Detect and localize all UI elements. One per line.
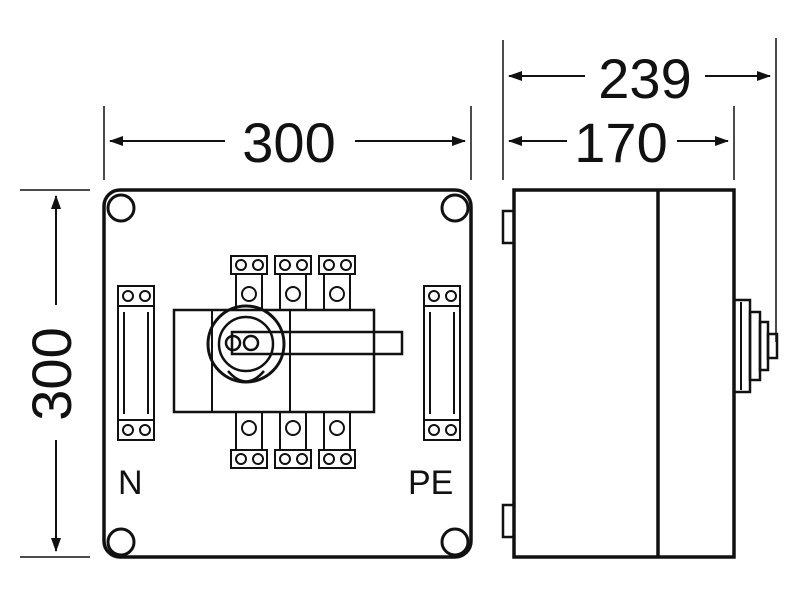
front-height-value: 300 — [20, 327, 83, 420]
pole-terminals-top — [230, 255, 356, 311]
pe-label: PE — [408, 464, 453, 502]
side-handle-shaft — [732, 298, 779, 394]
switch-handle-lever — [230, 330, 404, 356]
front-width-value: 300 — [242, 111, 335, 174]
main-switch — [172, 255, 404, 469]
pe-terminal-block — [423, 285, 461, 441]
switch-body — [172, 308, 376, 414]
side-hinge-bottom — [501, 503, 516, 539]
corner-screw-bottom-right — [440, 527, 470, 557]
lever-pivot-right — [242, 334, 260, 352]
side-body-value: 170 — [574, 111, 667, 174]
pole-terminals-bottom — [230, 411, 356, 469]
corner-screw-top-left — [106, 193, 136, 223]
corner-screw-top-right — [440, 193, 470, 223]
front-view: 300 300 N — [20, 106, 473, 559]
lever-pivot-left — [224, 334, 242, 352]
side-hinge-top — [501, 209, 516, 245]
neutral-terminal-block — [117, 285, 155, 441]
neutral-label: N — [118, 464, 143, 502]
side-total-value: 239 — [598, 47, 691, 110]
side-view: 239 170 — [501, 38, 779, 559]
side-enclosure-outline — [512, 188, 736, 559]
front-enclosure-outline — [102, 188, 473, 559]
corner-screw-bottom-left — [106, 527, 136, 557]
rotary-knob-inner — [217, 315, 275, 373]
rotary-knob-notch — [227, 370, 265, 383]
